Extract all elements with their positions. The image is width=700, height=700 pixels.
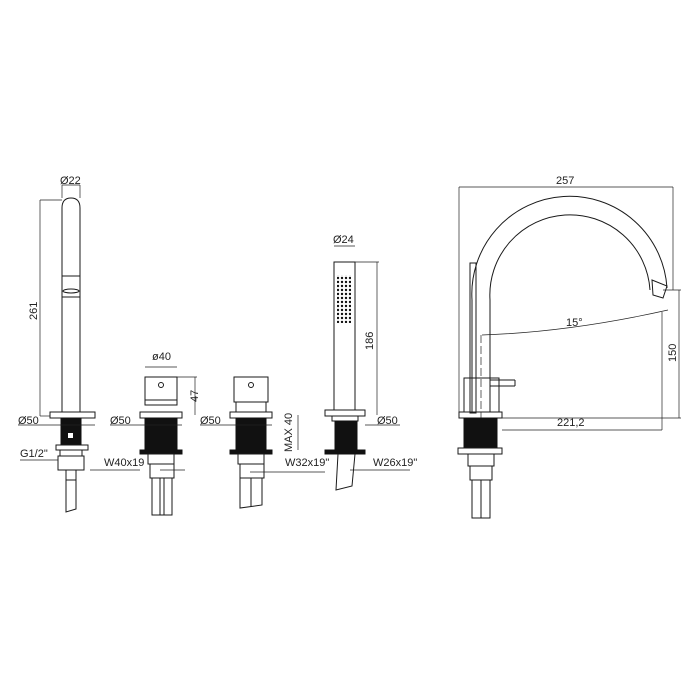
dim-stick-thread: G1/2" — [20, 448, 48, 460]
valve-1-dimensions: ø40 47 Ø50 W40x19 — [104, 351, 201, 471]
dim-shower-base: Ø50 — [377, 415, 398, 427]
dim-valve2-key: W32x19" — [285, 457, 329, 469]
dim-shower-height: 186 — [364, 332, 376, 350]
valve-1-component — [139, 376, 183, 516]
dim-shower-diameter: Ø24 — [333, 234, 354, 246]
hand-shower-dimensions: Ø24 186 Ø50 W26x19" — [333, 234, 417, 471]
dim-tap-height: 150 — [667, 344, 679, 362]
valve-2-dimensions: Ø50 MAX 40 W32x19" — [200, 413, 329, 473]
dim-tap-angle: 15° — [566, 317, 583, 329]
dim-valve1-diameter: ø40 — [152, 351, 171, 363]
dim-valve1-height: 47 — [189, 390, 201, 402]
dim-valve1-base: Ø50 — [110, 415, 131, 427]
stick-dimensions: Ø22 261 Ø50 G1/2" — [18, 175, 140, 471]
dim-shower-key: W26x19" — [373, 457, 417, 469]
dim-stick-diameter: Ø22 — [60, 175, 81, 187]
dim-tap-reach: 221,2 — [557, 417, 585, 429]
dim-stick-base: Ø50 — [18, 415, 39, 427]
stick-component — [49, 197, 96, 513]
dim-valve2-base: Ø50 — [200, 415, 221, 427]
tap-component — [457, 195, 668, 519]
dim-tap-width: 257 — [556, 175, 574, 187]
hand-shower-component — [324, 261, 366, 491]
valve-2-component — [229, 376, 273, 509]
dim-valve2-max: MAX 40 — [283, 413, 295, 452]
dim-valve1-key: W40x19 — [104, 457, 144, 469]
tap-dimensions: 257 150 221,2 15° — [458, 175, 681, 431]
dim-stick-height: 261 — [28, 302, 40, 320]
